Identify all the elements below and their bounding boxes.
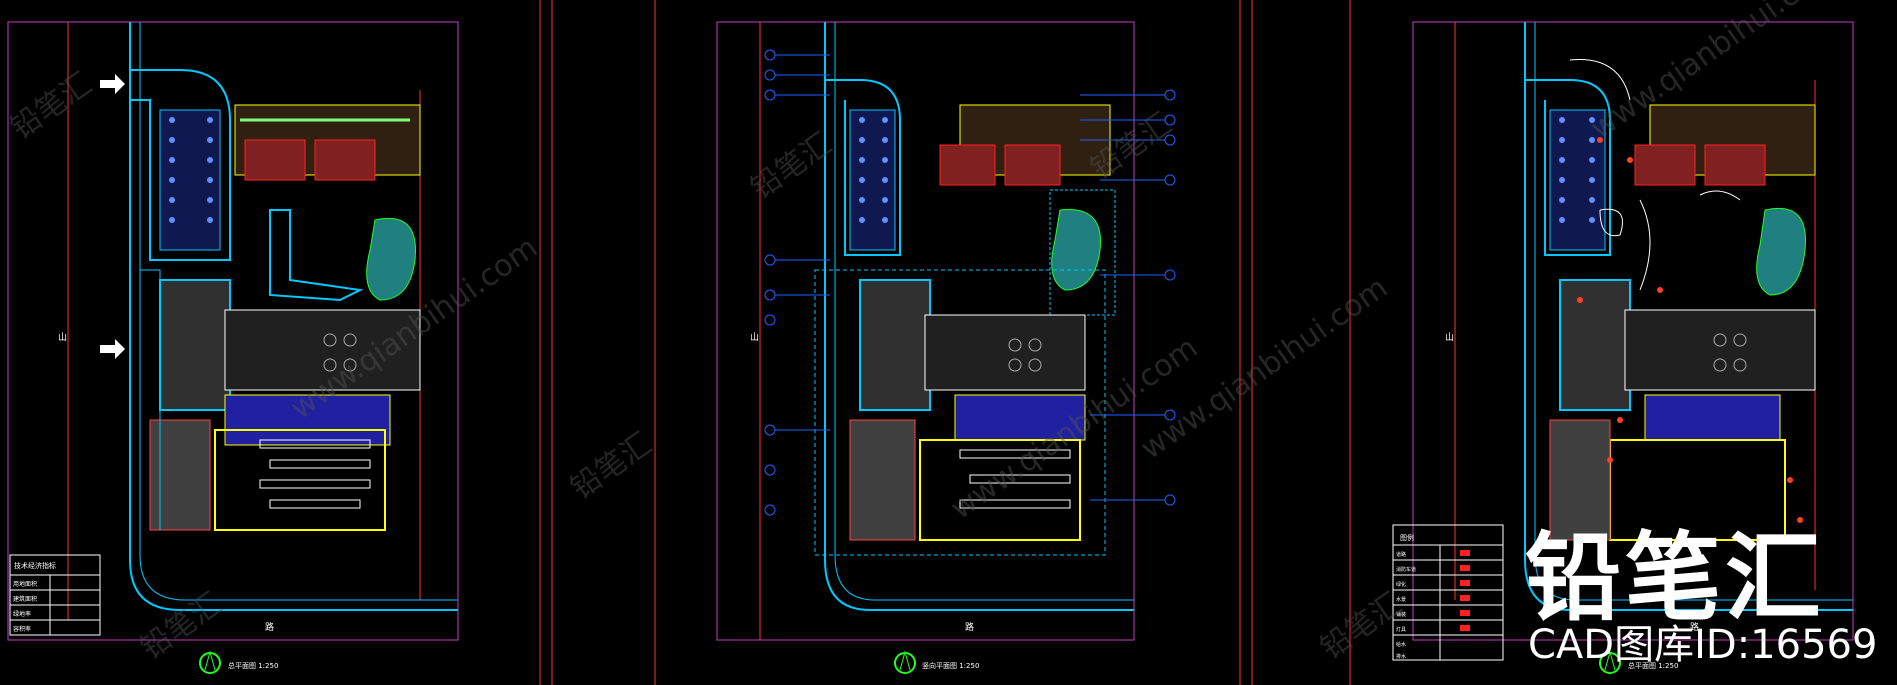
- svg-text:铅笔汇: 铅笔汇: [5, 66, 99, 146]
- sheet-3-legend-row: 道路: [1396, 551, 1406, 558]
- sheet-separators: [539, 0, 1351, 685]
- sheet-3-scale: 总平面图 1:250: [1628, 661, 1678, 670]
- sheet-1-legend-row: 用地面积: [13, 580, 37, 588]
- sheet-3-legend-row: 绿化: [1396, 581, 1406, 588]
- sheet-3-legend-row: 消防车道: [1396, 566, 1416, 573]
- sheet-2-road-label-bottom: 路: [965, 621, 974, 633]
- sheet-2-road-label-left: 山: [750, 332, 759, 343]
- sheet-1-frame: [7, 21, 459, 641]
- sheet-3: [1392, 21, 1854, 674]
- sheet-1-road: [129, 22, 458, 611]
- sheet-1-legend: [9, 554, 101, 636]
- sheet-2-frame: [716, 21, 1135, 641]
- sheet-3-legend-row: 给水: [1396, 641, 1406, 648]
- sheet-3-legend-row: 排水: [1396, 653, 1406, 660]
- sheet-1-parking: [130, 69, 231, 261]
- sheet-3-road-label-bottom: 路: [1690, 621, 1699, 633]
- sheet-1-scale: 总平面图 1:250: [228, 661, 278, 670]
- sheet-1-legend-row: 建筑面积: [13, 595, 37, 603]
- sheet-3-legend-row: 水景: [1396, 596, 1406, 603]
- sheet-1: [7, 21, 459, 674]
- sheet-3-legend-title: 图例: [1400, 533, 1414, 542]
- sheet-1-legend-title: 技术经济指标: [14, 561, 56, 570]
- sheet-1-legend-row: 绿地率: [13, 610, 31, 618]
- sheet-1-pool: [224, 394, 391, 446]
- sheet-3-frame: [1412, 21, 1854, 641]
- sheet-3-legend-row: 灯具: [1396, 626, 1406, 633]
- sheet-2-scale: 竖向平面图 1:250: [922, 661, 979, 670]
- svg-text:铅笔汇: 铅笔汇: [565, 426, 659, 506]
- sheet-2: [716, 21, 1176, 674]
- sheet-3-legend: [1392, 524, 1504, 661]
- sheet-1-road-label-left: 山: [58, 332, 67, 343]
- watermark-brand: 铅笔汇: [1525, 522, 1825, 634]
- sheet-3-legend-row: 铺装: [1396, 611, 1406, 618]
- sheet-1-road-label-bottom: 路: [265, 621, 274, 633]
- watermark-id: CAD图库ID:16569: [1528, 622, 1878, 668]
- sheet-3-road-label-left: 山: [1445, 332, 1454, 343]
- svg-text:铅笔汇: 铅笔汇: [1315, 586, 1409, 666]
- sheet-1-legend-row: 容积率: [13, 625, 31, 633]
